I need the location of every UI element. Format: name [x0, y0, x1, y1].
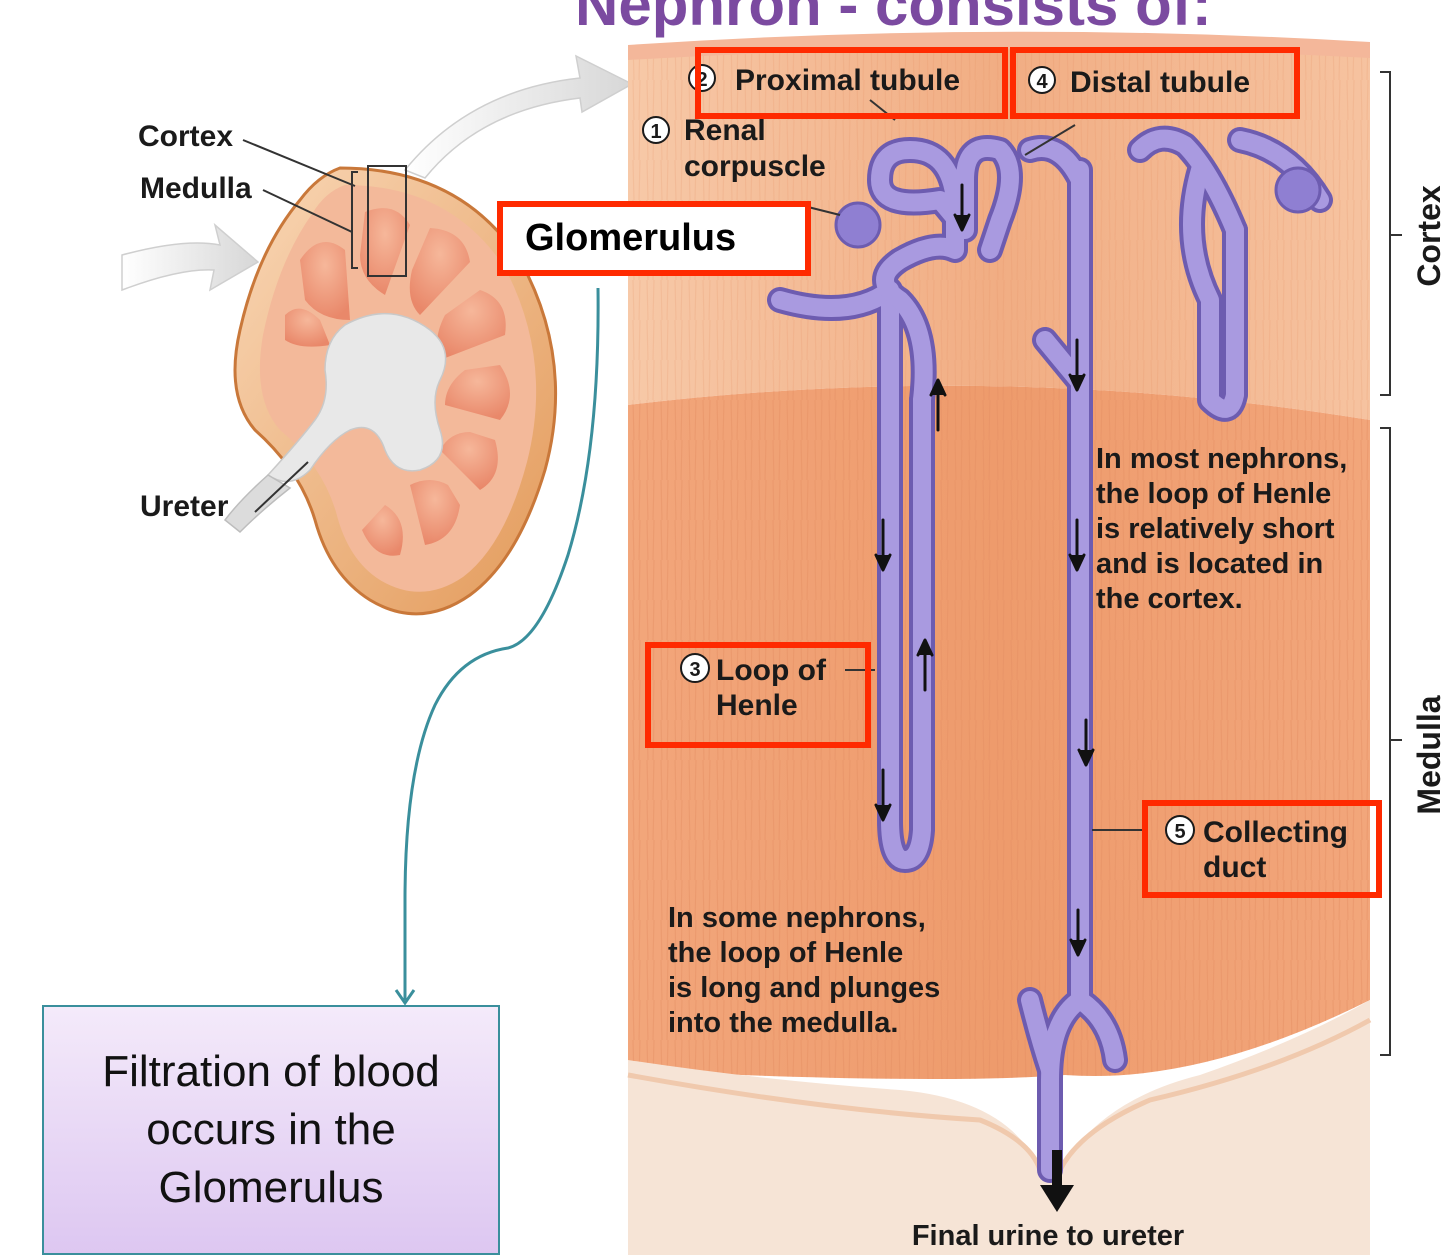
kidney-cortex-label: Cortex — [138, 120, 233, 153]
svg-text:Loop of: Loop of — [716, 654, 827, 687]
svg-text:In most nephrons,: In most nephrons, — [1096, 443, 1347, 475]
svg-text:corpuscle: corpuscle — [684, 150, 826, 183]
svg-text:5: 5 — [1174, 821, 1185, 843]
grey-arrow-left — [122, 225, 258, 290]
svg-text:into the medulla.: into the medulla. — [668, 1007, 898, 1039]
renal-corpuscle-ball — [836, 203, 880, 247]
final-urine-label: Final urine to ureter — [912, 1220, 1184, 1252]
svg-text:Proximal tubule: Proximal tubule — [735, 64, 960, 97]
svg-text:4: 4 — [1036, 71, 1048, 93]
ureter-tube — [225, 475, 290, 532]
svg-text:is long and plunges: is long and plunges — [668, 972, 940, 1004]
region-medulla-label: Medulla — [1411, 695, 1444, 814]
svg-text:Henle: Henle — [716, 689, 798, 722]
glomerulus-label: Glomerulus — [497, 201, 811, 276]
svg-text:and is located in: and is located in — [1096, 548, 1323, 580]
grey-arrow-curve — [405, 56, 632, 178]
svg-text:the cortex.: the cortex. — [1096, 583, 1243, 615]
region-cortex-label: Cortex — [1411, 185, 1444, 287]
svg-text:the loop of Henle: the loop of Henle — [1096, 478, 1331, 510]
svg-text:Distal tubule: Distal tubule — [1070, 66, 1250, 99]
kidney-ureter-label: Ureter — [140, 490, 229, 523]
svg-text:In some nephrons,: In some nephrons, — [668, 902, 926, 934]
callout-text: Filtration of blood occurs in the Glomer… — [68, 1043, 474, 1217]
svg-text:duct: duct — [1203, 851, 1266, 884]
svg-text:the loop of Henle: the loop of Henle — [668, 937, 903, 969]
svg-text:1: 1 — [650, 121, 661, 143]
svg-text:is relatively short: is relatively short — [1096, 513, 1335, 545]
kidney-medulla-label: Medulla — [140, 172, 252, 205]
svg-text:Collecting: Collecting — [1203, 816, 1348, 849]
filtration-callout: Filtration of blood occurs in the Glomer… — [42, 1005, 500, 1255]
svg-text:3: 3 — [689, 659, 700, 681]
